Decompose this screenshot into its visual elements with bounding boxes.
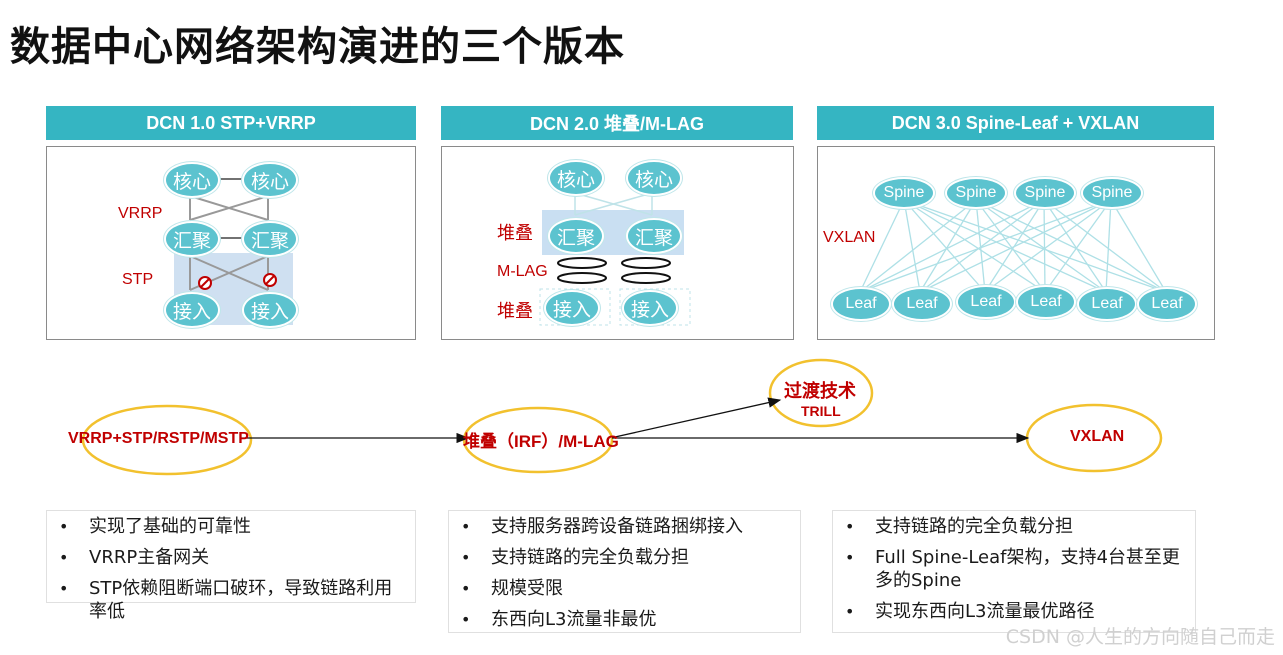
leaf-node: Leaf xyxy=(892,287,952,321)
core-node: 核心 xyxy=(548,160,604,196)
agg-node: 汇聚 xyxy=(626,218,682,254)
timeline-stage1: VRRP+STP/RSTP/MSTP xyxy=(68,430,249,447)
spine-node: Spine xyxy=(873,177,935,209)
panel-header-dcn3: DCN 3.0 Spine-Leaf + VXLAN xyxy=(817,106,1214,140)
spine-leaf-mesh xyxy=(859,199,1167,293)
bullet-item: VRRP主备网关 xyxy=(47,546,415,569)
timeline-ellipse-transition xyxy=(768,358,874,428)
vxlan-label: VXLAN xyxy=(823,229,876,246)
panel-header-dcn1: DCN 1.0 STP+VRRP xyxy=(46,106,416,140)
timeline-stage2: 堆叠（IRF）/M-LAG xyxy=(463,432,619,451)
timeline-arrow-transition xyxy=(614,397,782,438)
spine-node: Spine xyxy=(1081,177,1143,209)
watermark: CSDN @人生的方向随自己而走 xyxy=(1005,626,1275,648)
bullet-box-dcn3: 支持链路的完全负载分担 Full Spine-Leaf架构，支持4台甚至更多的S… xyxy=(832,510,1196,633)
core-node: 核心 xyxy=(626,160,682,196)
bullet-item: 实现东西向L3流量最优路径 xyxy=(833,600,1195,623)
spine-node: Spine xyxy=(945,177,1007,209)
access-node: 接入 xyxy=(242,292,298,328)
leaf-node: Leaf xyxy=(1016,285,1076,319)
leaf-node: Leaf xyxy=(956,285,1016,319)
leaf-node: Leaf xyxy=(831,287,891,321)
bullet-item: STP依赖阻断端口破环，导致链路利用率低 xyxy=(47,577,415,623)
bullet-item: 实现了基础的可靠性 xyxy=(47,515,415,538)
leaf-node: Leaf xyxy=(1077,287,1137,321)
core-node: 核心 xyxy=(164,162,220,198)
spine-node: Spine xyxy=(1014,177,1076,209)
panel-header-dcn2: DCN 2.0 堆叠/M-LAG xyxy=(441,106,793,140)
timeline-stage3: VXLAN xyxy=(1070,428,1125,445)
core-node: 核心 xyxy=(242,162,298,198)
agg-node: 汇聚 xyxy=(164,221,220,257)
bullet-item: Full Spine-Leaf架构，支持4台甚至更多的Spine xyxy=(833,546,1195,592)
access-node: 接入 xyxy=(164,292,220,328)
mlag-bundle-icon xyxy=(557,257,671,284)
agg-node: 汇聚 xyxy=(548,218,604,254)
timeline-ellipse-stage1 xyxy=(81,404,253,476)
page-title: 数据中心网络架构演进的三个版本 xyxy=(10,24,625,70)
vrrp-label: VRRP xyxy=(118,205,163,222)
bullet-item: 支持链路的完全负载分担 xyxy=(449,546,800,569)
timeline-transition-sub: TRILL xyxy=(801,403,841,419)
bullet-item: 东西向L3流量非最优 xyxy=(449,608,800,631)
leaf-node: Leaf xyxy=(1137,287,1197,321)
access-node: 接入 xyxy=(622,290,678,326)
bullet-item: 支持链路的完全负载分担 xyxy=(833,515,1195,538)
blocked-port-icon xyxy=(263,273,277,287)
agg-node: 汇聚 xyxy=(242,221,298,257)
access-node: 接入 xyxy=(544,290,600,326)
bullet-item: 支持服务器跨设备链路捆绑接入 xyxy=(449,515,800,538)
mlag-label: M-LAG xyxy=(497,263,548,280)
blocked-port-icon xyxy=(198,276,212,290)
stp-label: STP xyxy=(122,271,154,288)
stack-label-bottom: 堆叠 xyxy=(497,301,533,322)
bullet-box-dcn2: 支持服务器跨设备链路捆绑接入 支持链路的完全负载分担 规模受限 东西向L3流量非… xyxy=(448,510,801,633)
bullet-item: 规模受限 xyxy=(449,577,800,600)
bullet-box-dcn1: 实现了基础的可靠性 VRRP主备网关 STP依赖阻断端口破环，导致链路利用率低 xyxy=(46,510,416,622)
stack-label-top: 堆叠 xyxy=(497,223,533,244)
timeline-transition-title: 过渡技术 xyxy=(784,381,856,401)
